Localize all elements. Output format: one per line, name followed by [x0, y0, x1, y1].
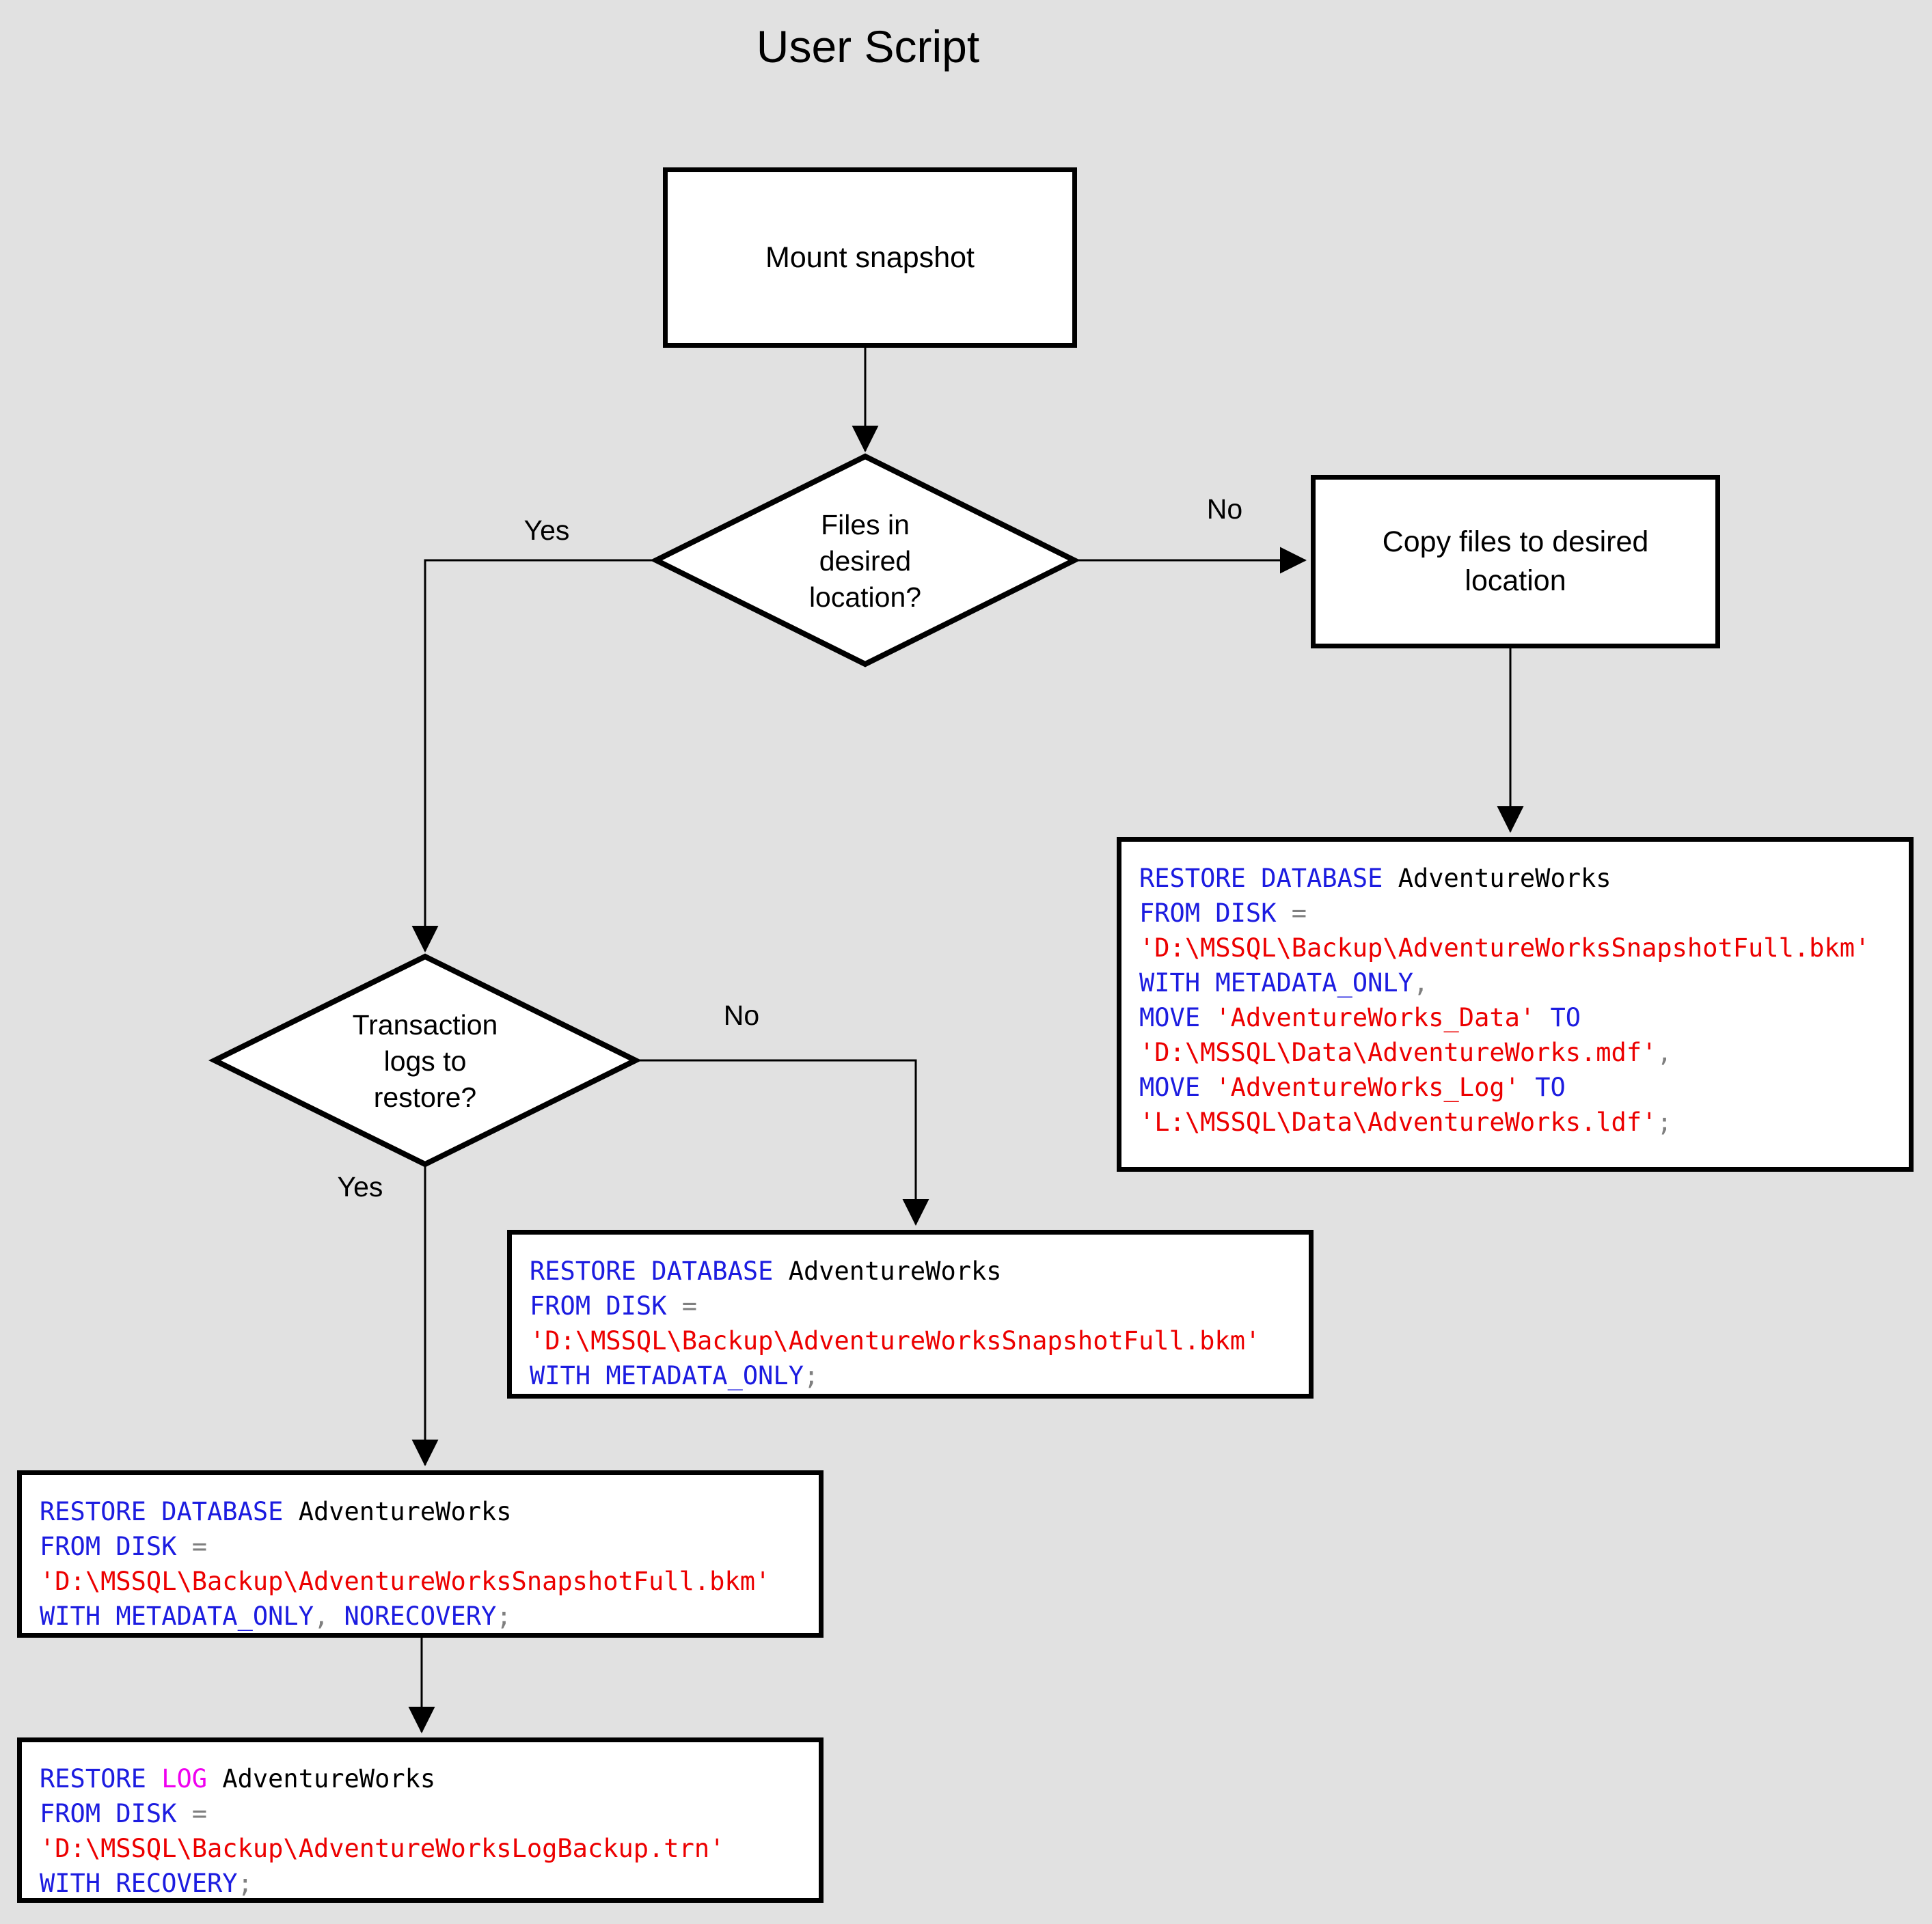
code-line: MOVE 'AdventureWorks_Data' TO [1139, 1000, 1909, 1035]
code-token-kw: FROM DISK [530, 1291, 682, 1321]
code-line: RESTORE DATABASE AdventureWorks [40, 1494, 819, 1529]
code-token-op: , [1413, 968, 1429, 998]
code-token-kw: TO [1519, 1073, 1566, 1102]
code-token-kw: FROM DISK [1139, 898, 1292, 928]
code-token-kw: WITH RECOVERY [40, 1869, 238, 1898]
code-token-op: = [681, 1291, 698, 1321]
logs-decision-diamond[interactable] [208, 953, 642, 1168]
files-no-label: No [1206, 493, 1243, 525]
code-token-op: ; [803, 1361, 819, 1390]
logs-no-label: No [723, 1000, 760, 1031]
code-line: FROM DISK = [1139, 896, 1909, 931]
code-token-id: AdventureWorks [1398, 864, 1611, 893]
code-line: WITH METADATA_ONLY, [1139, 965, 1909, 1000]
logs-decision-label: Transaction logs to restore? [352, 1009, 498, 1113]
code-line: 'D:\MSSQL\Backup\AdventureWorksLogBackup… [40, 1831, 819, 1866]
code-token-id: AdventureWorks [222, 1764, 436, 1794]
code-token-kw: RESTORE DATABASE [1139, 864, 1398, 893]
code-token-kw: RESTORE DATABASE [530, 1256, 789, 1286]
code-token-op: ; [1657, 1108, 1672, 1137]
code-token-op: = [1291, 898, 1307, 928]
code-token-op: = [191, 1532, 208, 1561]
code-token-kw: RESTORE [40, 1764, 162, 1794]
code-token-op: = [191, 1799, 208, 1828]
code-line: WITH RECOVERY; [40, 1866, 819, 1901]
code-token-str: 'D:\MSSQL\Backup\AdventureWorksSnapshotF… [40, 1567, 771, 1596]
code-line: WITH METADATA_ONLY; [530, 1358, 1309, 1393]
connector-logs-no-to-restore-metadata [637, 1059, 929, 1226]
code-line: WITH METADATA_ONLY, NORECOVERY; [40, 1599, 819, 1634]
code-token-str: 'D:\MSSQL\Backup\AdventureWorksSnapshotF… [1139, 933, 1870, 963]
code-token-kw: TO [1535, 1003, 1581, 1032]
files-decision-label: Files in desired location? [808, 509, 922, 613]
code-line: 'L:\MSSQL\Data\AdventureWorks.ldf'; [1139, 1105, 1909, 1140]
code-token-kw: RESTORE DATABASE [40, 1497, 299, 1526]
copy-files-box[interactable]: Copy files to desired location [1311, 475, 1720, 648]
code-token-kw: MOVE [1139, 1073, 1216, 1102]
code-token-log: LOG [161, 1764, 223, 1794]
code-token-op: ; [237, 1869, 253, 1898]
code-token-kw: WITH METADATA_ONLY [530, 1361, 804, 1390]
code-token-op: , [313, 1602, 329, 1631]
code-token-op: ; [496, 1602, 512, 1631]
code-line: MOVE 'AdventureWorks_Log' TO [1139, 1070, 1909, 1105]
code-line: 'D:\MSSQL\Data\AdventureWorks.mdf', [1139, 1035, 1909, 1070]
code-token-id: AdventureWorks [788, 1256, 1002, 1286]
logs-yes-label: Yes [337, 1171, 383, 1202]
code-token-kw: FROM DISK [40, 1532, 192, 1561]
code-line: FROM DISK = [40, 1529, 819, 1564]
code-token-kw: WITH METADATA_ONLY [1139, 968, 1413, 998]
files-decision-diamond[interactable] [650, 453, 1080, 668]
code-line: 'D:\MSSQL\Backup\AdventureWorksSnapshotF… [40, 1564, 819, 1599]
copy-files-label: Copy files to desired location [1382, 525, 1649, 597]
code-line: 'D:\MSSQL\Backup\AdventureWorksSnapshotF… [530, 1323, 1309, 1358]
files-yes-label: Yes [523, 514, 570, 546]
code-token-str: 'AdventureWorks_Data' [1215, 1003, 1536, 1032]
mount-snapshot-label: Mount snapshot [765, 240, 975, 274]
code-line: RESTORE DATABASE AdventureWorks [530, 1254, 1309, 1289]
code-line: FROM DISK = [530, 1289, 1309, 1323]
code-token-kw: WITH METADATA_ONLY [40, 1602, 314, 1631]
code-token-str: 'D:\MSSQL\Backup\AdventureWorksSnapshotF… [530, 1326, 1261, 1356]
code-token-id: AdventureWorks [298, 1497, 512, 1526]
code-line: FROM DISK = [40, 1796, 819, 1831]
code-line: RESTORE LOG AdventureWorks [40, 1761, 819, 1796]
code-token-kw: MOVE [1139, 1003, 1216, 1032]
connector-files-yes-to-logs-decision [411, 559, 655, 952]
code-line: RESTORE DATABASE AdventureWorks [1139, 861, 1909, 896]
page-title: User Script [756, 21, 980, 72]
code-token-str: 'D:\MSSQL\Backup\AdventureWorksLogBackup… [40, 1834, 725, 1863]
mount-snapshot-box[interactable]: Mount snapshot [663, 167, 1077, 348]
code-token-str: 'L:\MSSQL\Data\AdventureWorks.ldf' [1139, 1108, 1657, 1137]
code-token-str: 'AdventureWorks_Log' [1215, 1073, 1520, 1102]
code-token-op: , [1657, 1038, 1672, 1067]
code-line: 'D:\MSSQL\Backup\AdventureWorksSnapshotF… [1139, 931, 1909, 965]
code-token-str: 'D:\MSSQL\Data\AdventureWorks.mdf' [1139, 1038, 1657, 1067]
code-token-kw: FROM DISK [40, 1799, 192, 1828]
code-token-kw: NORECOVERY [329, 1602, 497, 1631]
